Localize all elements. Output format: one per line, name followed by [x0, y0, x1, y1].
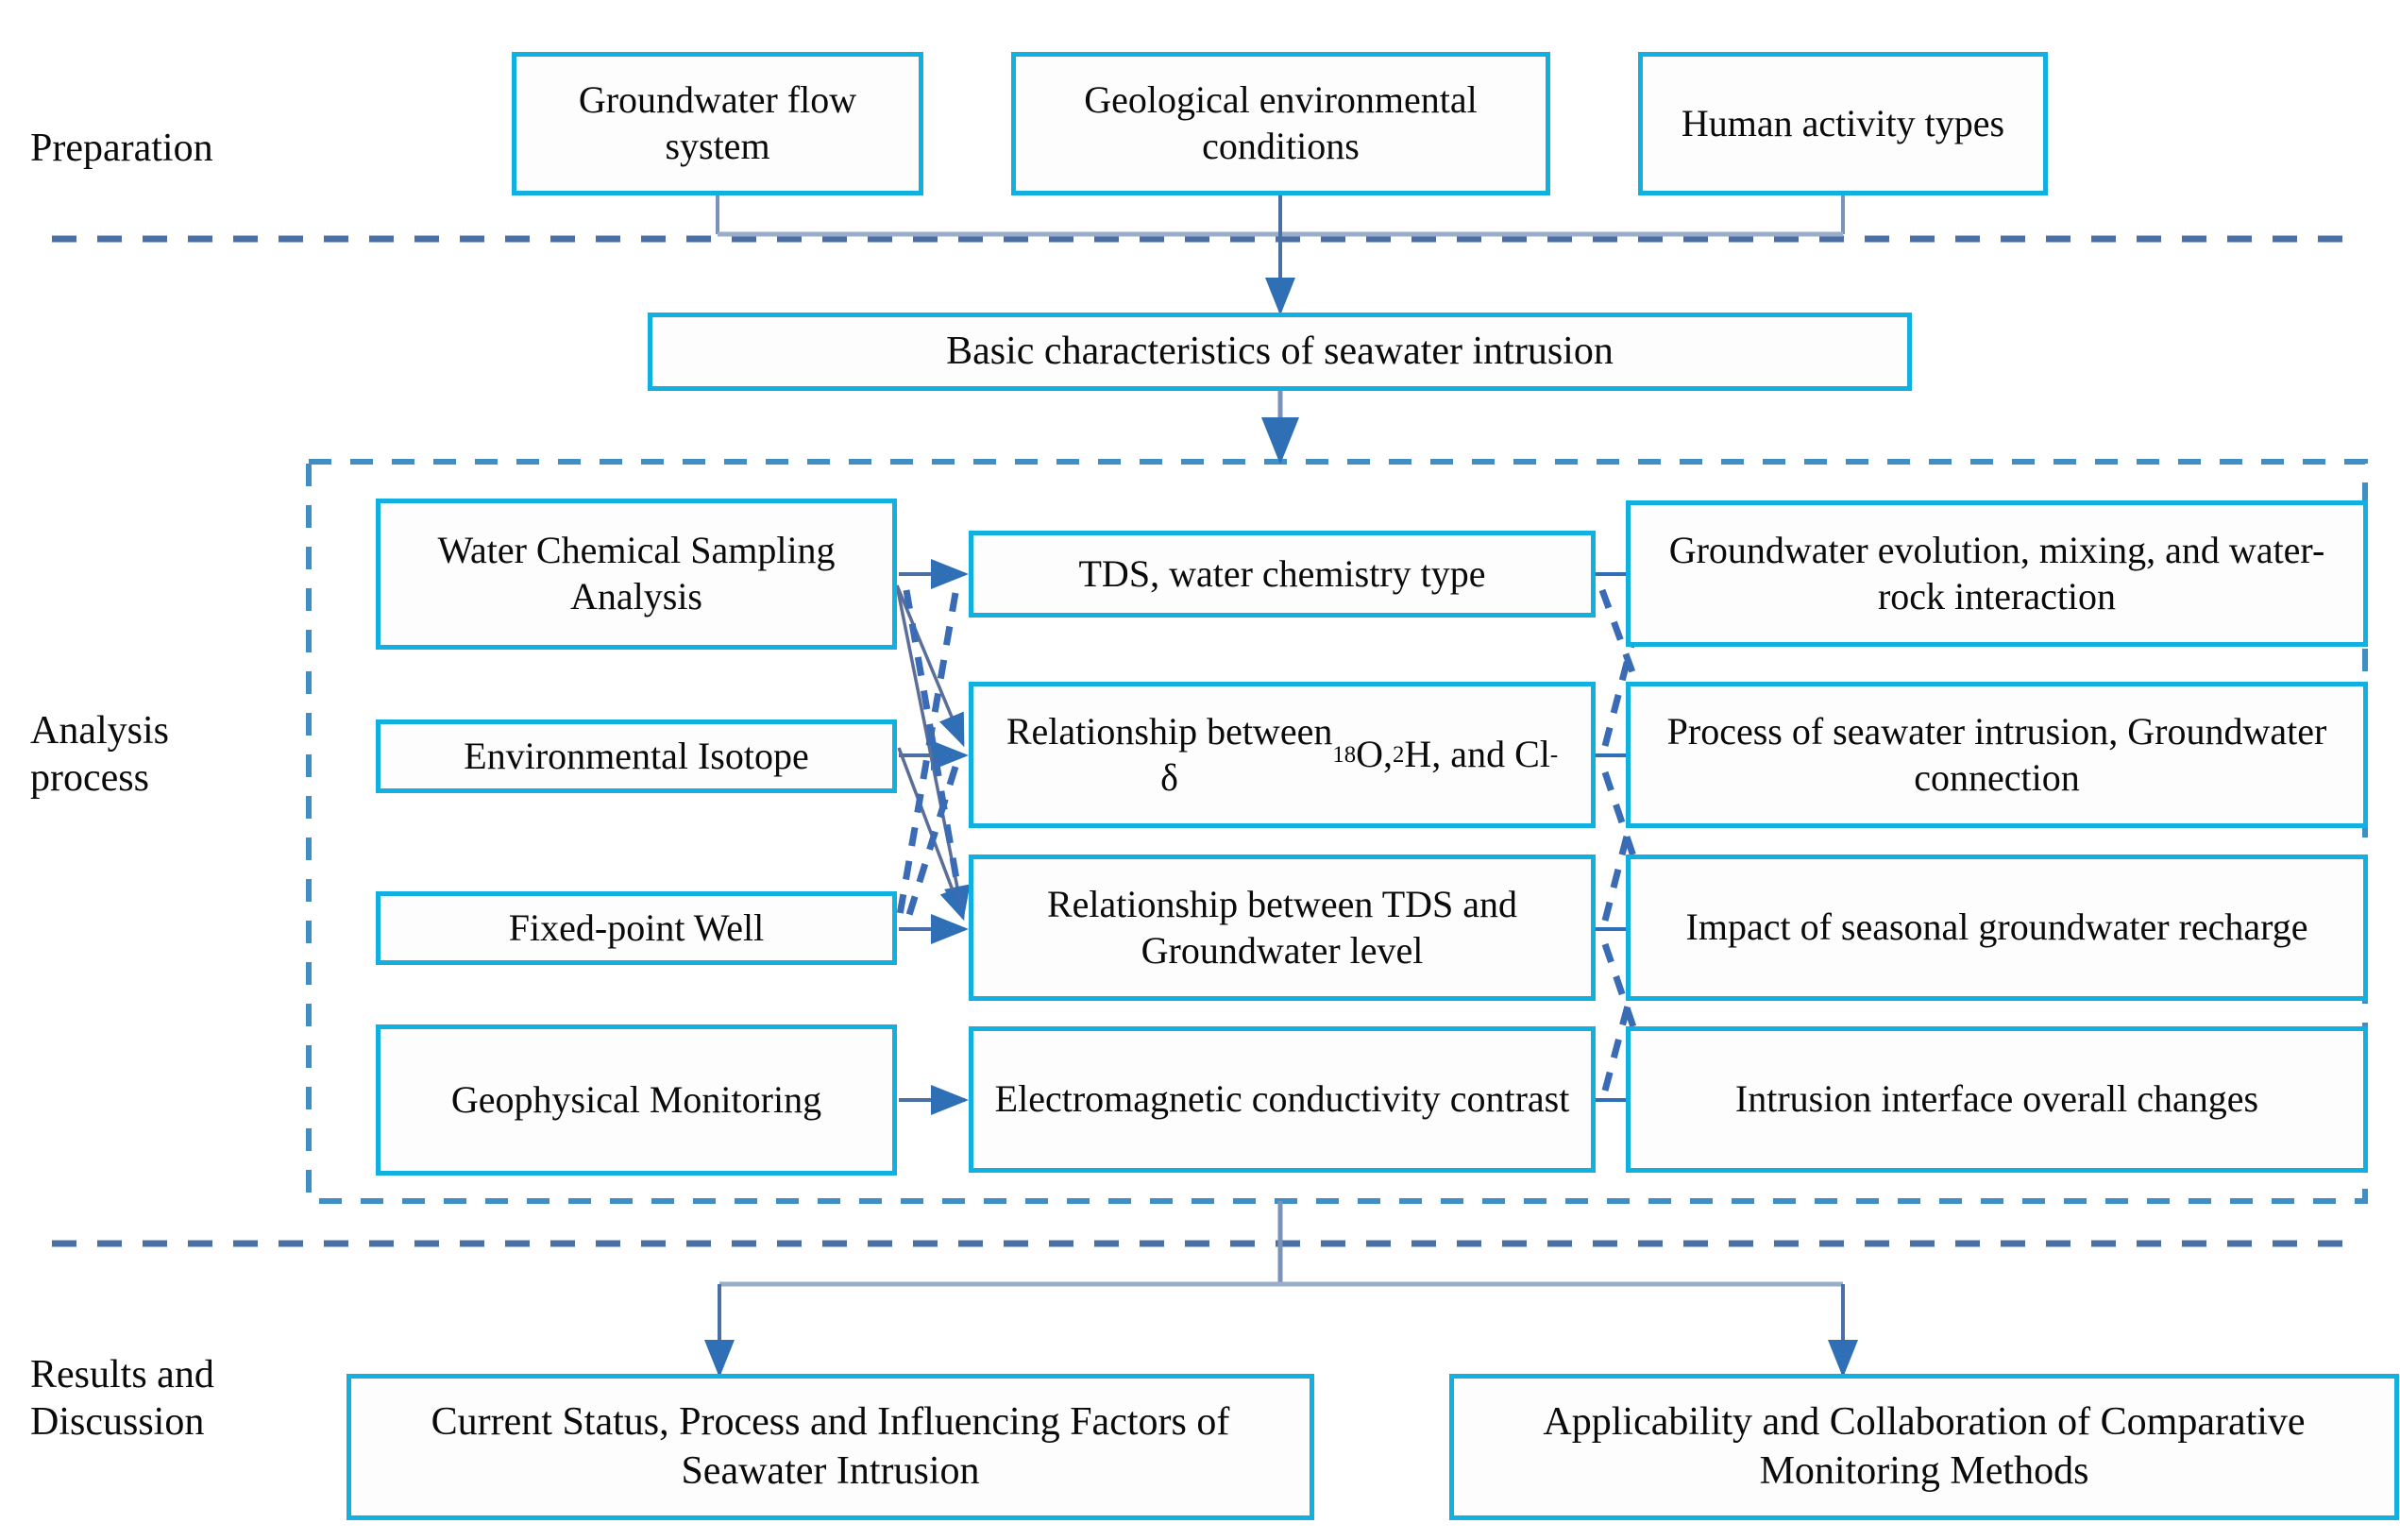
node-basic-characteristics[interactable]: Basic characteristics of seawater intrus… — [648, 313, 1912, 391]
node-environmental-isotope[interactable]: Environmental Isotope — [376, 719, 897, 793]
node-applicability-collaboration-monitoring[interactable]: Applicability and Collaboration of Compa… — [1449, 1374, 2399, 1520]
node-human-activity-types[interactable]: Human activity types — [1638, 52, 2048, 195]
arrow-isotope-to-tdsLevel — [897, 747, 965, 922]
node-intrusion-interface-overall-changes[interactable]: Intrusion interface overall changes — [1626, 1026, 2368, 1173]
node-tds-water-chemistry-type[interactable]: TDS, water chemistry type — [969, 531, 1596, 618]
stage-label-analysis: Analysis process — [30, 709, 169, 800]
node-electromagnetic-conductivity-contrast[interactable]: Electromagnetic conductivity contrast — [969, 1026, 1596, 1173]
node-current-status-process-influencing-factors[interactable]: Current Status, Process and Influencing … — [346, 1374, 1314, 1520]
node-water-chemical-sampling-analysis[interactable]: Water Chemical Sampling Analysis — [376, 499, 897, 650]
dashed-wcsa-down-to-tdsLevel — [903, 589, 965, 907]
node-geophysical-monitoring[interactable]: Geophysical Monitoring — [376, 1024, 897, 1176]
stage-label-results: Results and Discussion — [30, 1353, 214, 1444]
node-fixed-point-well[interactable]: Fixed-point Well — [376, 891, 897, 965]
node-relationship-tds-groundwater-level[interactable]: Relationship between TDS and Groundwater… — [969, 855, 1596, 1001]
arrow-wcsa-to-tdsLevel — [895, 584, 971, 920]
node-groundwater-flow-system[interactable]: Groundwater flow system — [512, 52, 923, 195]
node-process-of-seawater-intrusion[interactable]: Process of seawater intrusion, Groundwat… — [1626, 682, 2368, 828]
dashed-isoRel-to-well-area — [901, 765, 959, 932]
node-geological-environmental-conditions[interactable]: Geological environmental conditions — [1011, 52, 1550, 195]
node-groundwater-evolution-mixing[interactable]: Groundwater evolution, mixing, and water… — [1626, 500, 2368, 647]
dashed-tds-to-well-area — [895, 592, 959, 922]
stage-label-preparation: Preparation — [30, 127, 213, 170]
node-impact-seasonal-groundwater-recharge[interactable]: Impact of seasonal groundwater recharge — [1626, 855, 2368, 1001]
arrow-wcsa-to-isoRel — [895, 584, 965, 748]
